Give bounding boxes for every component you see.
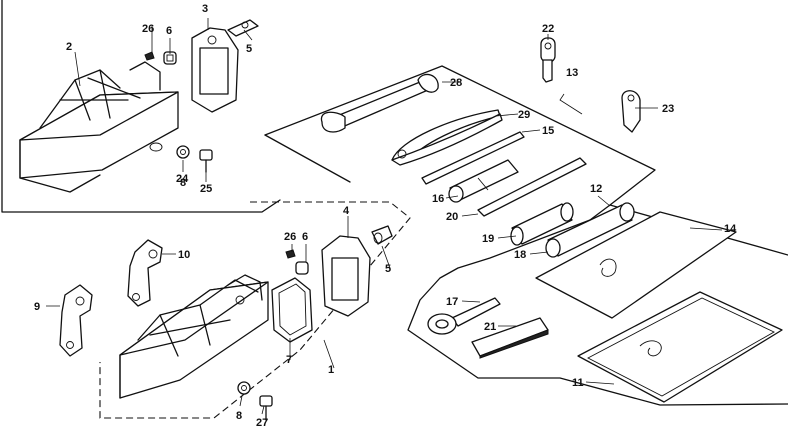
callout-9: 9 — [34, 301, 40, 313]
callout-2: 2 — [66, 41, 72, 53]
callout-14: 14 — [724, 223, 737, 235]
holder-6-top — [227, 19, 259, 37]
tool-case-upper — [19, 61, 179, 193]
upper-assembly-boundary — [1, 0, 281, 213]
bolt-27 — [259, 395, 273, 421]
callout-20: 20 — [446, 211, 458, 223]
bar-20 — [477, 157, 587, 217]
callout-18: 18 — [514, 249, 526, 261]
callout-26-upper: 26 — [142, 23, 154, 35]
tag-17 — [427, 297, 501, 335]
tube-19 — [510, 202, 574, 246]
callout-24: 24 — [176, 173, 189, 185]
callout-21: 21 — [484, 321, 496, 333]
callout-26-lower: 26 — [284, 231, 296, 243]
callout-28: 28 — [450, 77, 462, 89]
callout-8-upper: 8 — [180, 177, 186, 189]
key-23 — [621, 90, 641, 133]
strap-4 — [321, 235, 371, 317]
callout-6-lower: 6 — [302, 231, 308, 243]
callout-5-lower: 5 — [385, 263, 391, 275]
holder-5-lower — [371, 225, 393, 245]
pliers-29 — [391, 109, 503, 166]
callout-29: 29 — [518, 109, 530, 121]
callout-23: 23 — [662, 103, 674, 115]
bolt-upper — [144, 51, 155, 61]
callout-22: 22 — [542, 23, 554, 35]
tool-case-lower — [119, 274, 269, 399]
bolt-26-lower — [285, 249, 296, 259]
washer-8-lower — [237, 381, 251, 395]
lower-assembly-boundary — [99, 201, 411, 419]
callout-12: 12 — [590, 183, 602, 195]
collar-upper — [163, 51, 177, 65]
callout-10: 10 — [178, 249, 190, 261]
rod-15 — [421, 131, 525, 185]
collar-6-lower — [295, 261, 309, 275]
washer-24 — [176, 145, 190, 159]
callout-11: 11 — [572, 377, 584, 389]
callout-16: 16 — [432, 193, 444, 205]
bar-21 — [471, 317, 549, 359]
callout-6-upper: 6 — [166, 25, 172, 37]
pouch-11 — [577, 291, 783, 403]
key-22 — [540, 37, 556, 83]
strap-3 — [191, 27, 239, 113]
bracket-10 — [127, 239, 163, 307]
callout-13: 13 — [566, 67, 578, 79]
callout-8-lower: 8 — [236, 410, 242, 422]
callout-3: 3 — [202, 3, 208, 15]
callout-19: 19 — [482, 233, 494, 245]
callout-7: 7 — [286, 354, 292, 366]
callout-4: 4 — [343, 205, 350, 217]
callout-25: 25 — [200, 183, 212, 195]
gasket-7 — [271, 277, 313, 343]
callout-15: 15 — [542, 125, 554, 137]
callout-5-upper: 5 — [246, 43, 252, 55]
bracket-9 — [59, 284, 93, 357]
tube-18 — [545, 202, 635, 258]
leader-lines — [46, 18, 723, 415]
manual-14 — [535, 211, 737, 319]
callout-17: 17 — [446, 296, 458, 308]
wrench-28 — [320, 73, 439, 133]
tool-kit-outline — [264, 65, 788, 406]
callout-27: 27 — [256, 417, 268, 429]
callout-1: 1 — [328, 364, 334, 376]
bolt-25 — [199, 149, 213, 173]
